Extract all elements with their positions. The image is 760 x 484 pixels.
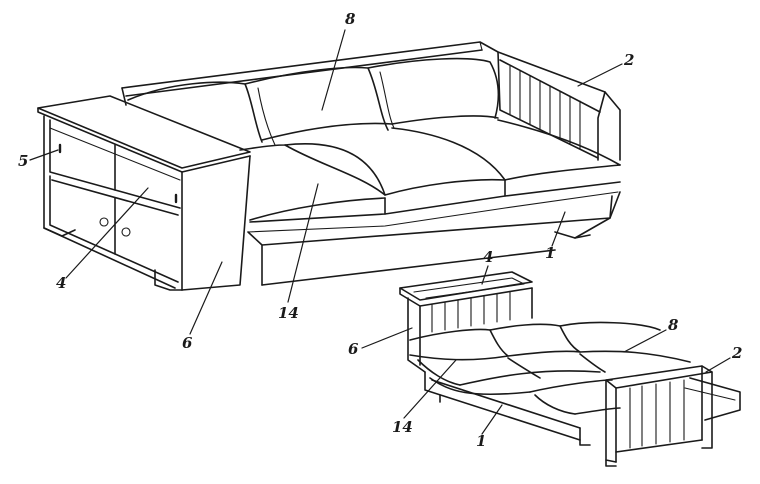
label-bed-4: 4 — [483, 248, 493, 266]
leader-bed-6 — [361, 327, 413, 349]
sofa-base — [247, 191, 621, 286]
label-bed-1: 1 — [476, 432, 486, 450]
label-bed-2: 2 — [731, 344, 742, 362]
leader-sofa-14 — [287, 183, 319, 303]
leader-sofa-6 — [189, 261, 223, 335]
leader-sofa-8 — [321, 29, 346, 111]
sofa-storage-cabinet — [37, 95, 251, 291]
label-sofa-6: 6 — [182, 334, 193, 352]
label-sofa-5: 5 — [18, 152, 28, 170]
sofa-right-armrest — [497, 51, 606, 161]
leader-sofa-5 — [29, 149, 59, 161]
bed-foot-frame — [605, 365, 713, 467]
leader-bed-4 — [481, 265, 489, 285]
label-sofa-14: 14 — [278, 304, 299, 322]
label-sofa-4: 4 — [56, 274, 66, 292]
sofa-figure: 8 2 5 4 1 14 6 — [18, 10, 634, 352]
leader-sofa-2 — [577, 63, 623, 87]
bed-head-frame — [407, 287, 533, 373]
label-sofa-1: 1 — [545, 244, 555, 262]
bed-figure: 4 6 8 2 14 1 — [348, 248, 742, 467]
leader-sofa-4 — [65, 187, 149, 279]
leader-bed-8 — [623, 329, 667, 353]
bed-mattress — [409, 321, 741, 421]
sofa-backrest-frame — [121, 41, 621, 161]
leader-bed-2 — [705, 357, 731, 373]
label-bed-6: 6 — [348, 340, 359, 358]
bed-head-shelf — [399, 271, 533, 307]
label-sofa-2: 2 — [623, 51, 634, 69]
label-bed-8: 8 — [668, 316, 679, 334]
leader-sofa-1 — [551, 211, 566, 247]
label-bed-14: 14 — [392, 418, 413, 436]
leader-bed-1 — [481, 404, 503, 435]
sofa-seat-cushions — [239, 119, 621, 233]
sofa-back-cushions — [127, 57, 500, 146]
bed-base — [424, 371, 591, 446]
label-sofa-8: 8 — [345, 10, 356, 28]
leader-bed-14 — [403, 359, 457, 419]
